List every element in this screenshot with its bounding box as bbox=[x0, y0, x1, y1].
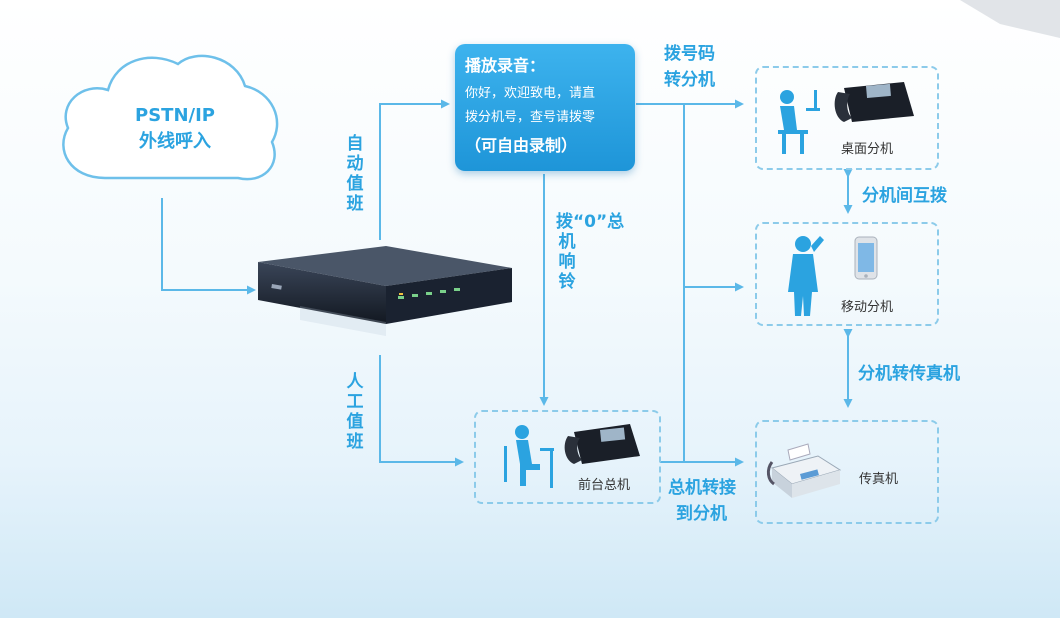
prompt-title: 播放录音： bbox=[465, 52, 545, 76]
auto-attendant-label: 自动值班 bbox=[344, 134, 366, 214]
mobile-extension-box: 移动分机 bbox=[755, 222, 939, 326]
fax-box: 传真机 bbox=[755, 420, 939, 524]
cloud-line-2: 外线呼入 bbox=[100, 129, 250, 155]
prompt-line-2: 拨分机号，查号请拨零 bbox=[465, 106, 595, 125]
pbx-device-image bbox=[258, 246, 512, 336]
cloud-line-1: PSTN/IP bbox=[100, 103, 250, 129]
desk-extension-box: 桌面分机 bbox=[755, 66, 939, 170]
manual-attendant-label: 人工值班 bbox=[344, 372, 366, 452]
mobile-extension-caption: 移动分机 bbox=[841, 296, 893, 315]
desk-extension-caption: 桌面分机 bbox=[841, 138, 893, 157]
prompt-line-3: （可自由录制） bbox=[465, 132, 577, 156]
dial-code-label-1: 拨号码 bbox=[664, 44, 715, 65]
cloud-label: PSTN/IP 外线呼入 bbox=[100, 103, 250, 155]
ext-to-fax-label: 分机转传真机 bbox=[858, 364, 960, 385]
operator-transfer-label-2: 到分机 bbox=[676, 504, 727, 525]
fax-caption: 传真机 bbox=[859, 468, 898, 487]
ext-mutual-label: 分机间互拨 bbox=[862, 186, 947, 207]
operator-box: 前台总机 bbox=[474, 410, 661, 504]
dial-code-label-2: 转分机 bbox=[664, 70, 715, 91]
operator-caption: 前台总机 bbox=[578, 474, 630, 493]
operator-transfer-label-1: 总机转接 bbox=[668, 478, 736, 499]
voice-prompt-box: 播放录音： 你好，欢迎致电，请直 拨分机号，查号请拨零 （可自由录制） bbox=[455, 44, 635, 171]
prompt-line-1: 你好，欢迎致电，请直 bbox=[465, 82, 595, 101]
dial-zero-label: 拨“0”总机响铃 bbox=[556, 212, 578, 292]
